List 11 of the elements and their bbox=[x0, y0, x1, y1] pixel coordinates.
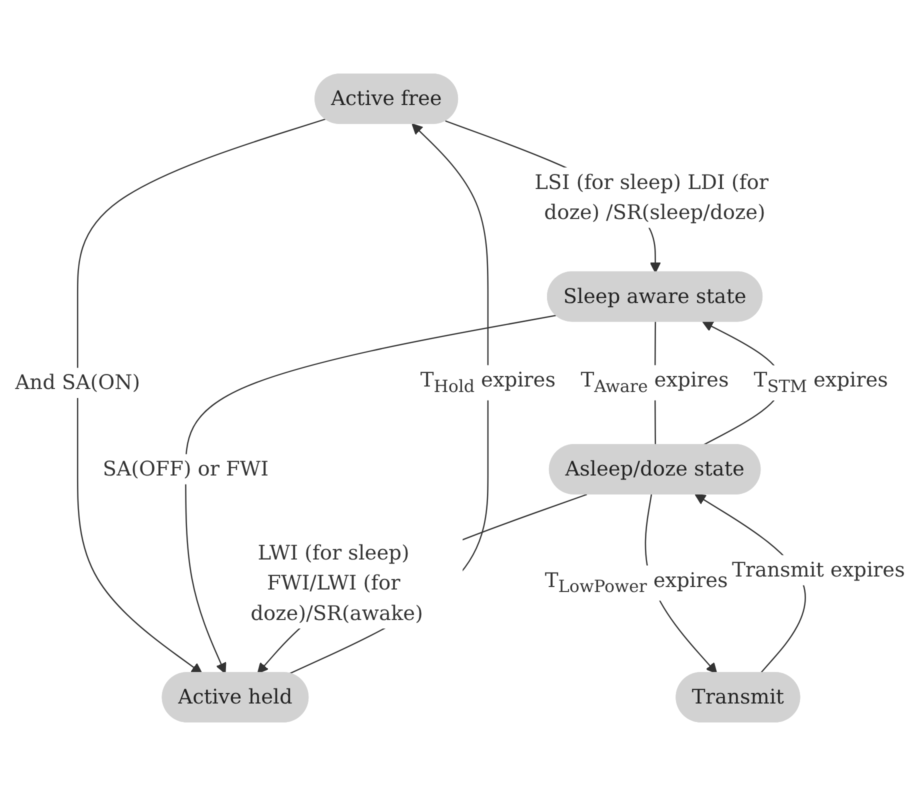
edge-label: Transmit expires bbox=[732, 558, 905, 582]
edge-label: LWI (for sleep) FWI/LWI (for doze)/SR(awake) bbox=[250, 540, 423, 625]
arrow bbox=[185, 314, 556, 674]
edge-label: T$_{LowPower}$ expires bbox=[544, 568, 728, 598]
edge-label: T$_{Aware}$ expires bbox=[580, 368, 729, 397]
edge-label: And SA(ON) bbox=[15, 370, 140, 394]
edge-label: T$_{Hold}$ expires bbox=[420, 368, 556, 397]
edge-label: T$_{STM}$ expires bbox=[754, 368, 888, 398]
arrow bbox=[76, 118, 326, 674]
edge-label: LSI (for sleep) LDI (for doze) /SR(sleep/doze) bbox=[534, 170, 768, 224]
edge-label: SA(OFF) or FWI bbox=[102, 456, 269, 481]
